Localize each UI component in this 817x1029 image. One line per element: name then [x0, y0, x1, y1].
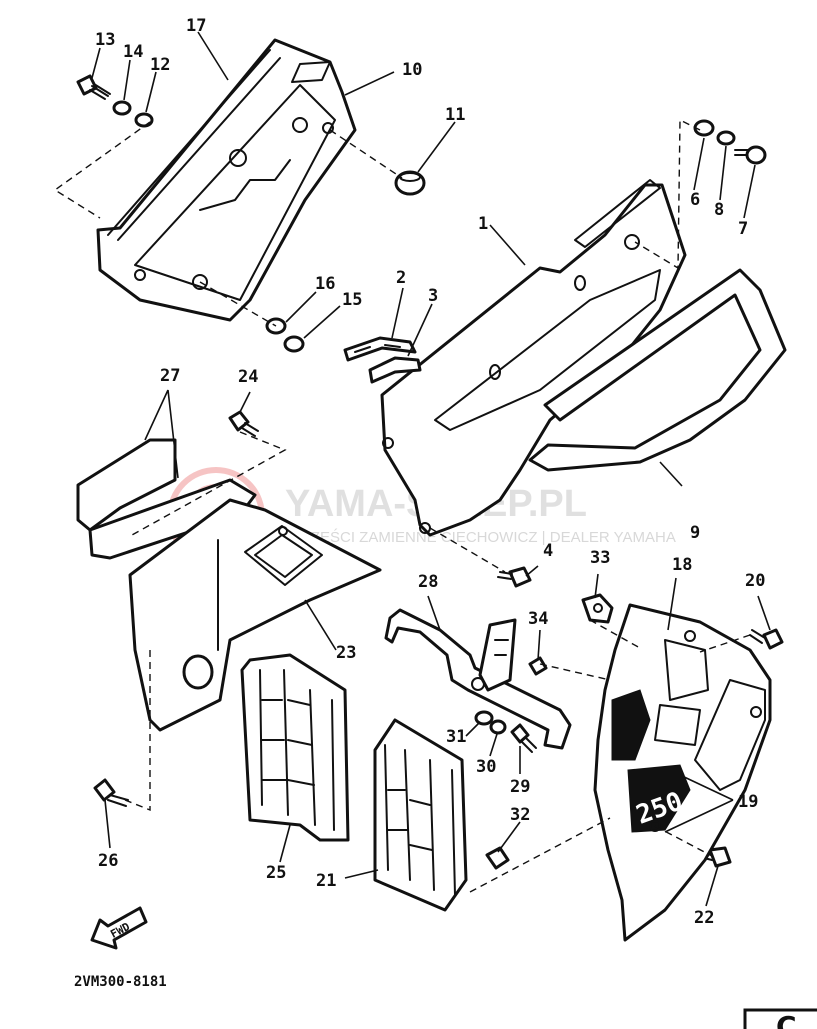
part-number-14: 14 [123, 42, 143, 62]
seal-2 [343, 336, 417, 362]
diagram-code: 2VM300-8181 [74, 974, 167, 990]
part-number-15: 15 [342, 290, 362, 310]
part-number-23: 23 [336, 643, 356, 663]
bolt-24 [228, 410, 259, 437]
part-number-20: 20 [745, 571, 765, 591]
seal-3 [368, 356, 422, 384]
part-number-8: 8 [714, 200, 724, 220]
forward-arrow: FWD [90, 906, 148, 950]
part-number-9: 9 [690, 523, 700, 543]
part-number-7: 7 [738, 219, 748, 239]
nut-32 [485, 846, 510, 870]
part-number-13: 13 [95, 30, 115, 50]
part-number-30: 30 [476, 757, 496, 777]
collar-12 [134, 112, 154, 128]
part-number-32: 32 [510, 805, 530, 825]
part-number-17: 17 [186, 16, 206, 36]
part-number-6: 6 [690, 190, 700, 210]
part-numbers: 13 14 12 17 10 11 1 2 3 16 15 6 8 7 9 27… [95, 16, 765, 928]
part-number-1: 1 [478, 214, 488, 234]
watermark-subtitle: CZĘŚCI ZAMIENNE CIECHOWICZ | DEALER YAMA… [300, 528, 676, 546]
part-number-26: 26 [98, 851, 118, 871]
part-number-19: 19 [738, 792, 758, 812]
part-number-25: 25 [266, 863, 286, 883]
shroud-23 [128, 498, 382, 732]
collar-8 [716, 130, 736, 146]
bolt-26 [93, 778, 129, 807]
part-number-4: 4 [543, 541, 553, 561]
part-number-33: 33 [590, 548, 610, 568]
part-number-29: 29 [510, 777, 530, 797]
nut-15 [283, 335, 305, 353]
part-number-27: 27 [160, 366, 180, 386]
part-number-18: 18 [672, 555, 692, 575]
grommet-11 [394, 170, 426, 196]
bolt-7 [734, 145, 767, 165]
bolt-4 [497, 566, 532, 588]
clip-33 [581, 593, 614, 624]
corner-label: C [776, 1010, 797, 1029]
number-plate-18: 250 [593, 603, 772, 942]
decal-9 [528, 268, 787, 472]
part-number-28: 28 [418, 572, 438, 592]
side-cover-17 [96, 38, 357, 322]
part-number-16: 16 [315, 274, 335, 294]
part-number-12: 12 [150, 55, 170, 75]
collar-30 [489, 719, 507, 735]
washer-31 [474, 710, 494, 726]
radiator-guard-25 [240, 653, 350, 842]
corner-tab: C [743, 1008, 817, 1029]
bolt-13 [76, 74, 111, 100]
part-number-21: 21 [316, 871, 336, 891]
part-number-10: 10 [402, 60, 422, 80]
part-number-2: 2 [396, 268, 406, 288]
part-number-11: 11 [445, 105, 465, 125]
bolt-34 [528, 656, 548, 676]
washer-6 [693, 119, 715, 137]
part-number-3: 3 [428, 286, 438, 306]
part-number-31: 31 [446, 727, 466, 747]
leader-lines [91, 31, 771, 907]
part-number-24: 24 [238, 367, 258, 387]
bolt-29 [510, 723, 537, 753]
bracket-28 [384, 608, 572, 750]
assembly-lines [53, 118, 751, 893]
bolt-20 [749, 628, 784, 650]
radiator-guard-21 [373, 718, 468, 912]
part-number-22: 22 [694, 908, 714, 928]
part-number-34: 34 [528, 609, 548, 629]
washer-14 [112, 100, 132, 116]
